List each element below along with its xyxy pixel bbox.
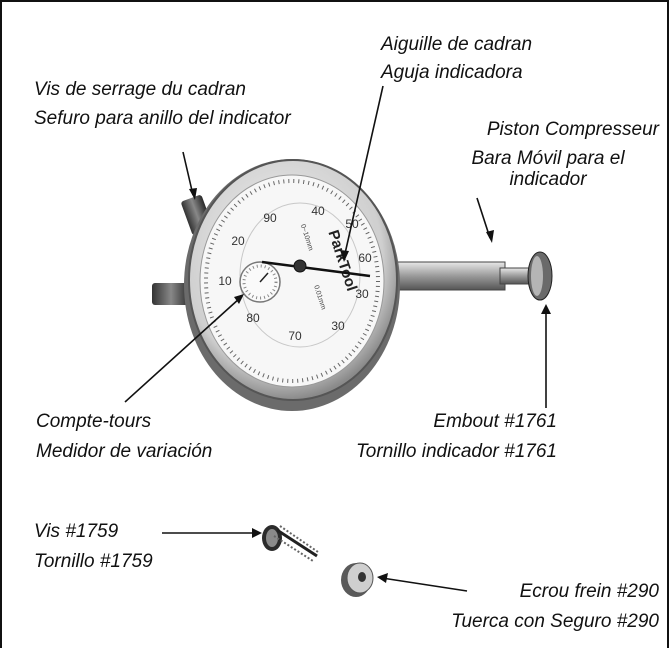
label-lock-nut-fr: Ecrou frein #290	[519, 581, 659, 602]
label-screw-fr: Vis #1759	[34, 521, 119, 542]
arrowhead	[189, 188, 197, 200]
leader-line-needle	[343, 85, 384, 259]
plunger-stem	[389, 251, 553, 301]
label-bezel-screw-fr: Vis de serrage du cadran	[34, 79, 246, 100]
leader-line-plunger	[476, 197, 491, 239]
label-lock-nut-es: Tuerca con Seguro #290	[451, 611, 659, 632]
dial-tick-label: 60	[358, 251, 372, 265]
label-bezel-screw-es: Sefuro para anillo del indicator	[34, 108, 291, 129]
label-tip-fr: Embout #1761	[433, 411, 557, 432]
label-plunger-es-line1: Bara Móvil para el	[471, 148, 625, 169]
dial-tick-label: 80	[246, 311, 260, 325]
dial-tick-label: 10	[218, 274, 232, 288]
dial-tick-label: 40	[311, 204, 325, 218]
label-dial-needle-es: Aguja indicadora	[381, 62, 523, 83]
dial-tick-label: 30	[355, 287, 369, 301]
arrowhead	[252, 528, 262, 538]
arrowhead	[541, 304, 551, 314]
arrowhead	[486, 230, 494, 243]
back-lug-knob	[152, 283, 190, 305]
dial-tick-label: 70	[288, 329, 302, 343]
label-revolution-counter-es: Medidor de variación	[36, 441, 213, 462]
leader-line-nut	[381, 577, 468, 592]
dial-body	[184, 159, 400, 411]
dial-tick-label: 30	[331, 319, 345, 333]
arrowhead	[377, 573, 388, 583]
dial-needle	[261, 259, 371, 278]
label-plunger-fr: Piston Compresseur	[486, 119, 659, 140]
lock-nut-290-part	[341, 562, 374, 597]
screw-1759-part	[262, 525, 319, 562]
label-revolution-counter-fr: Compte-tours	[36, 411, 152, 432]
leader-line-bezel-screw	[182, 151, 194, 196]
dial-tick-label: 90	[263, 211, 277, 225]
arrowhead	[340, 250, 349, 262]
label-screw-es: Tornillo #1759	[34, 551, 153, 572]
label-dial-needle-fr: Aiguille de cadran	[381, 34, 533, 55]
revolution-counter-subdial	[239, 261, 281, 303]
arrowhead	[234, 294, 244, 304]
leader-line-counter	[124, 297, 241, 403]
label-tip-es: Tornillo indicador #1761	[355, 441, 557, 462]
dial-tick-label: 20	[231, 234, 245, 248]
label-plunger-es-line2: indicador	[509, 169, 587, 190]
